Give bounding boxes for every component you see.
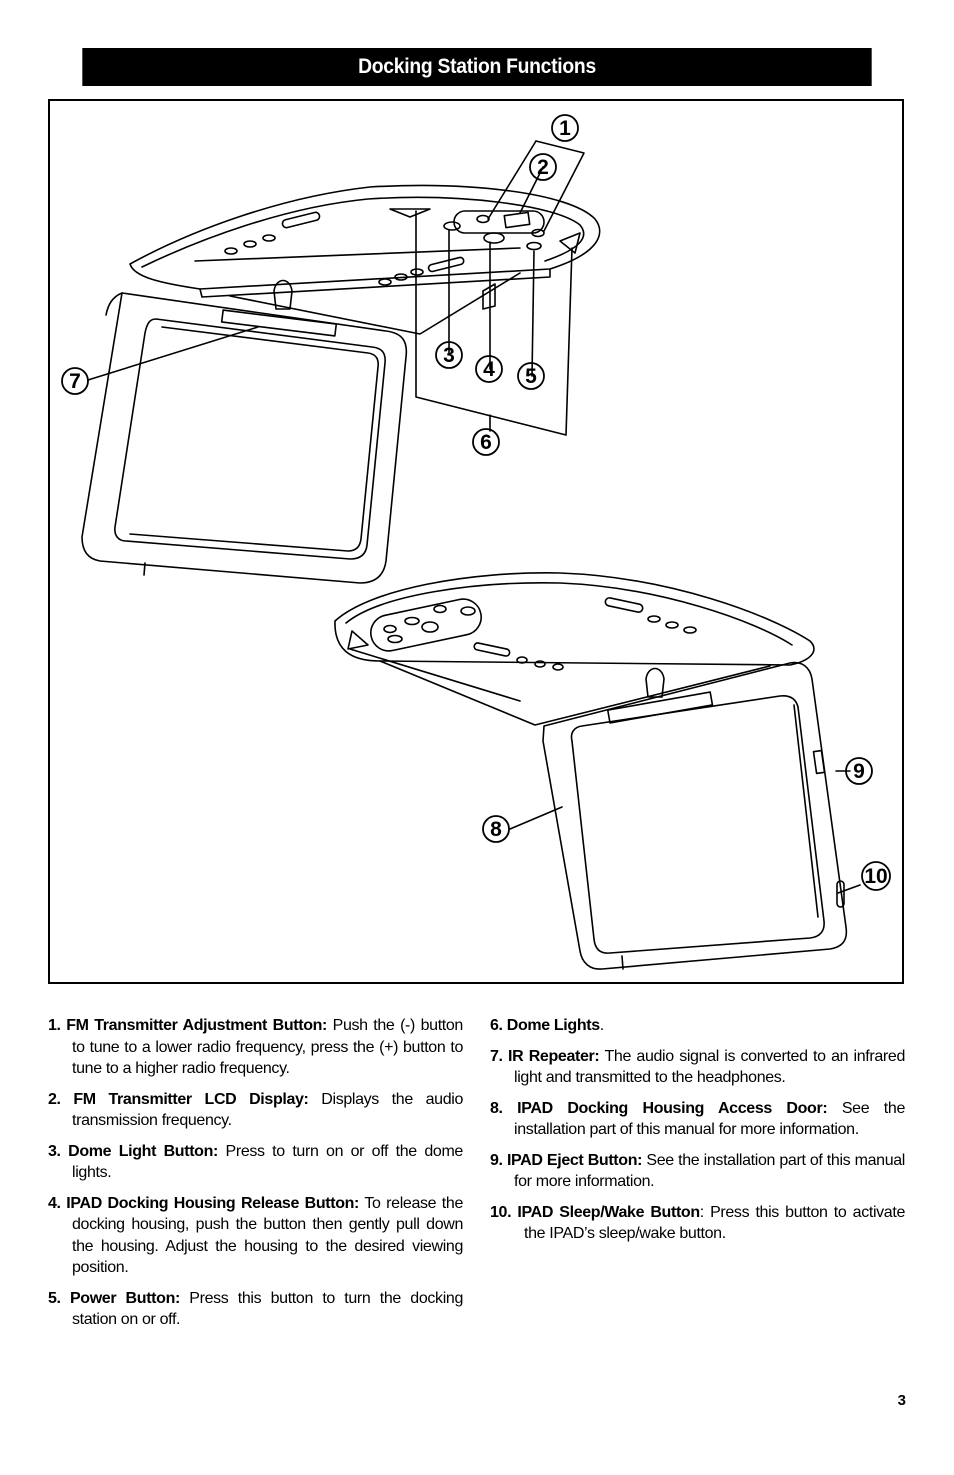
callout-number: 3 [443,344,455,367]
callout-4 [475,355,503,383]
function-label: 3. Dome Light Button: [48,1142,218,1160]
function-description: See the installation part of this manual… [514,1099,905,1139]
function-item: 4. IPAD Docking Housing Release Button: … [48,1193,463,1279]
function-item: 7. IR Repeater: The audio signal is conv… [490,1046,905,1089]
function-description: Press this button to turn the docking st… [72,1289,464,1329]
callout-9 [845,757,873,785]
function-item: 6. Dome Lights. [490,1015,905,1037]
function-item: 1. FM Transmitter Adjustment Button: Pus… [48,1015,463,1080]
function-description: To release the docking housing, push the… [72,1194,464,1277]
function-label: 7. IR Repeater: [490,1047,600,1065]
upper-unit-drawing [81,184,601,584]
callout-number: 8 [490,818,502,841]
function-item: 5. Power Button: Press this button to tu… [48,1288,463,1331]
function-item: 10. IPAD Sleep/Wake Button: Press this b… [490,1202,905,1245]
diagram-svg: 1 2 3 4 5 6 7 8 9 10 [61,114,891,970]
function-description: Displays the audio transmission frequenc… [72,1090,463,1130]
function-description: Press to turn on or off the dome lights. [72,1142,463,1182]
function-item: 8. IPAD Docking Housing Access Door: See… [490,1098,905,1141]
callout-circles [61,114,891,891]
page-title: Docking Station Functions [82,48,872,86]
callout-number: 4 [483,358,495,381]
docking-station-diagram: 1 2 3 4 5 6 7 8 9 10 [48,99,904,984]
function-label: 10. IPAD Sleep/Wake Button [490,1203,700,1221]
callout-number: 10 [864,865,887,888]
function-label: 5. Power Button: [48,1289,180,1307]
callout-number: 6 [480,431,492,454]
function-item: 3. Dome Light Button: Press to turn on o… [48,1141,463,1184]
function-item: 9. IPAD Eject Button: See the installati… [490,1150,905,1193]
callout-5 [517,362,545,390]
function-description: See the installation part of this manual… [514,1151,905,1191]
function-item: 2. FM Transmitter LCD Display: Displays … [48,1089,463,1132]
function-label: 2. FM Transmitter LCD Display: [48,1090,309,1108]
callout-1 [551,114,579,142]
function-label: 6. Dome Lights [490,1017,600,1034]
lower-unit-drawing [334,572,848,970]
function-label: 9. IPAD Eject Button: [490,1151,643,1169]
callout-2 [529,153,557,181]
callout-3 [435,341,463,369]
callout-7 [61,367,89,395]
callout-10 [861,861,891,891]
callout-number: 2 [537,156,549,179]
function-label: 4. IPAD Docking Housing Release Button: [48,1194,360,1212]
function-label: 1. FM Transmitter Adjustment Button: [48,1017,328,1034]
callout-number: 5 [525,365,537,388]
callout-number: 7 [69,370,81,393]
callout-number: 1 [559,117,571,140]
callout-numbers: 1 2 3 4 5 6 7 8 9 10 [69,117,888,888]
function-label: 8. IPAD Docking Housing Access Door: [490,1099,828,1117]
function-list-left: 1. FM Transmitter Adjustment Button: Pus… [48,1015,463,1340]
page-number: 3 [897,1392,906,1409]
callout-leaders [87,140,861,894]
callout-6 [472,428,500,456]
function-list-right: 6. Dome Lights. 7. IR Repeater: The audi… [490,1015,905,1254]
callout-8 [482,815,510,843]
function-description: The audio signal is converted to an infr… [514,1047,905,1087]
function-description: Push the (-) button to tune to a lower r… [72,1017,463,1077]
callout-number: 9 [853,760,865,783]
function-description: . [599,1017,604,1034]
function-description: : Press this button to activate the IPAD… [524,1203,905,1243]
